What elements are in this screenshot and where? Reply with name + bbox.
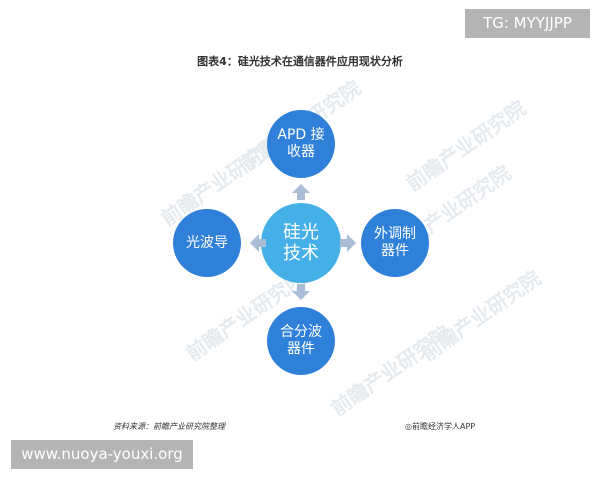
node-label-line: 器件 — [287, 341, 315, 357]
arrow-up-icon — [292, 184, 310, 200]
node-mux-demux: 合分波 器件 — [267, 307, 335, 375]
node-label-line: 外调制 — [374, 226, 416, 242]
node-silicon-photonics: 硅光 技术 — [261, 203, 341, 283]
arrow-left-icon — [250, 234, 266, 252]
brand-note: ◎前瞻经济学人APP — [405, 422, 476, 431]
node-label-line: 硅光 — [283, 222, 319, 243]
arrow-right-icon — [340, 234, 356, 252]
node-label-line: 合分波 — [280, 324, 322, 340]
site-url-tag: www.nuoya-youxi.org — [11, 440, 193, 469]
node-external-modulator: 外调制 器件 — [361, 209, 429, 277]
node-optical-waveguide: 光波导 — [173, 209, 241, 277]
node-label-line: 光波导 — [186, 234, 228, 251]
node-label-line: 收器 — [287, 144, 315, 160]
telegram-tag: TG: MYYJJPP — [465, 9, 590, 38]
source-note: 资料来源：前瞻产业研究院整理 — [113, 422, 225, 431]
node-label-line: 器件 — [381, 243, 409, 259]
node-label-line: APD 接 — [277, 127, 325, 143]
node-label-line: 技术 — [283, 243, 319, 264]
arrow-down-icon — [292, 284, 310, 300]
node-apd-receiver: APD 接 收器 — [267, 110, 335, 178]
figure-title: 图表4：硅光技术在通信器件应用现状分析 — [197, 55, 403, 68]
